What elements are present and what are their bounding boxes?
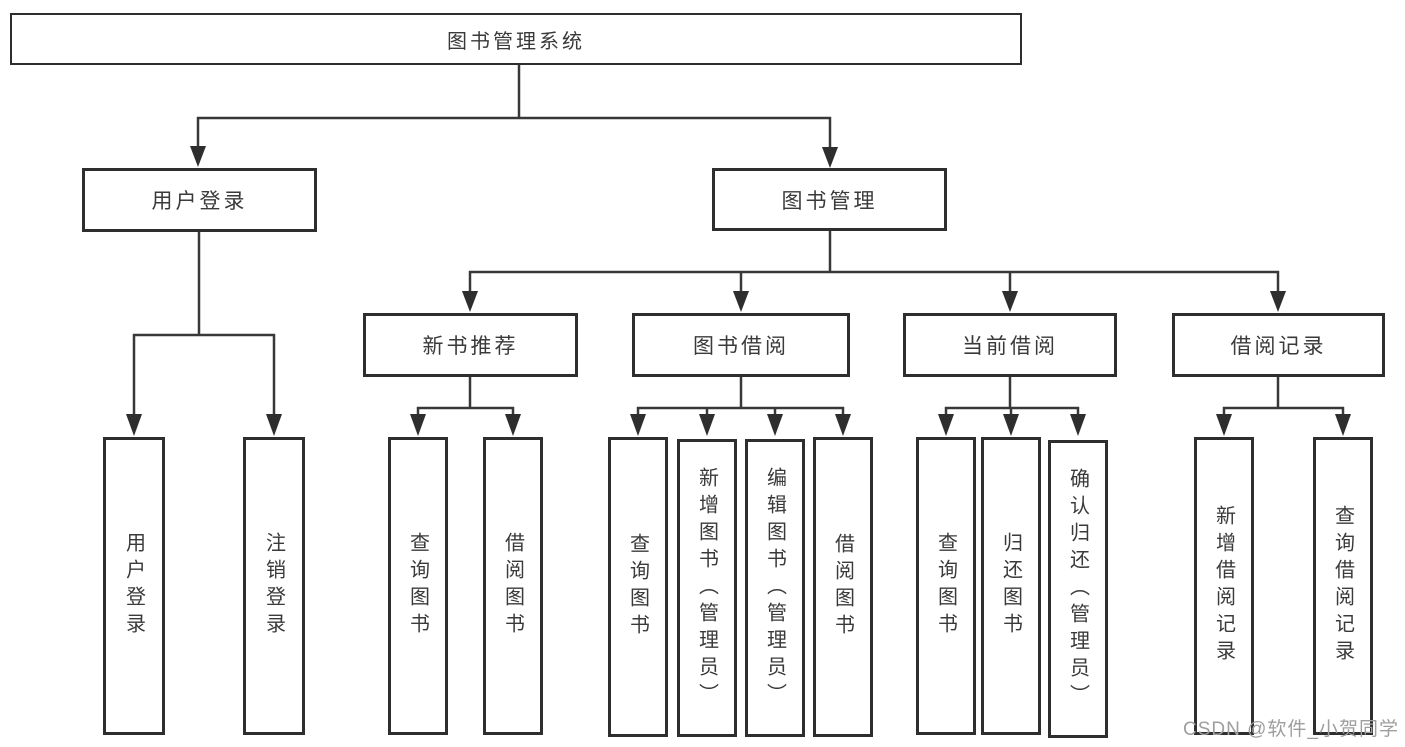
- leaf-confirm-return-admin: 确认归还（管理员）: [1048, 440, 1108, 738]
- leaf-add-borrow-record: 新增借阅记录: [1194, 437, 1254, 735]
- leaf-query-books-recommend: 查询图书: [388, 437, 448, 735]
- leaf-edit-books-admin: 编辑图书（管理员）: [745, 439, 805, 737]
- leaf-add-books-admin: 新增图书（管理员）: [677, 439, 737, 737]
- leaf-borrow-books-borrowing: 借阅图书: [813, 437, 873, 737]
- leaf-borrow-books-recommend: 借阅图书: [483, 437, 543, 735]
- leaf-user-login: 用户登录: [103, 437, 165, 735]
- leaf-query-borrow-record: 查询借阅记录: [1313, 437, 1373, 735]
- node-user-login-module: 用户登录: [82, 168, 317, 232]
- node-borrowing-records: 借阅记录: [1172, 313, 1385, 377]
- leaf-logout: 注销登录: [243, 437, 305, 735]
- node-current-borrowing: 当前借阅: [903, 313, 1117, 377]
- arrowheads: [126, 146, 1351, 436]
- node-book-borrowing: 图书借阅: [632, 313, 850, 377]
- csdn-watermark: CSDN @软件_小贺同学: [1183, 719, 1399, 740]
- node-book-management-module: 图书管理: [712, 168, 947, 231]
- leaf-query-books-current: 查询图书: [916, 437, 976, 735]
- leaf-return-books: 归还图书: [981, 437, 1041, 735]
- node-root: 图书管理系统: [10, 13, 1022, 65]
- leaf-query-books-borrowing: 查询图书: [608, 437, 668, 737]
- node-new-book-recommend: 新书推荐: [363, 313, 578, 377]
